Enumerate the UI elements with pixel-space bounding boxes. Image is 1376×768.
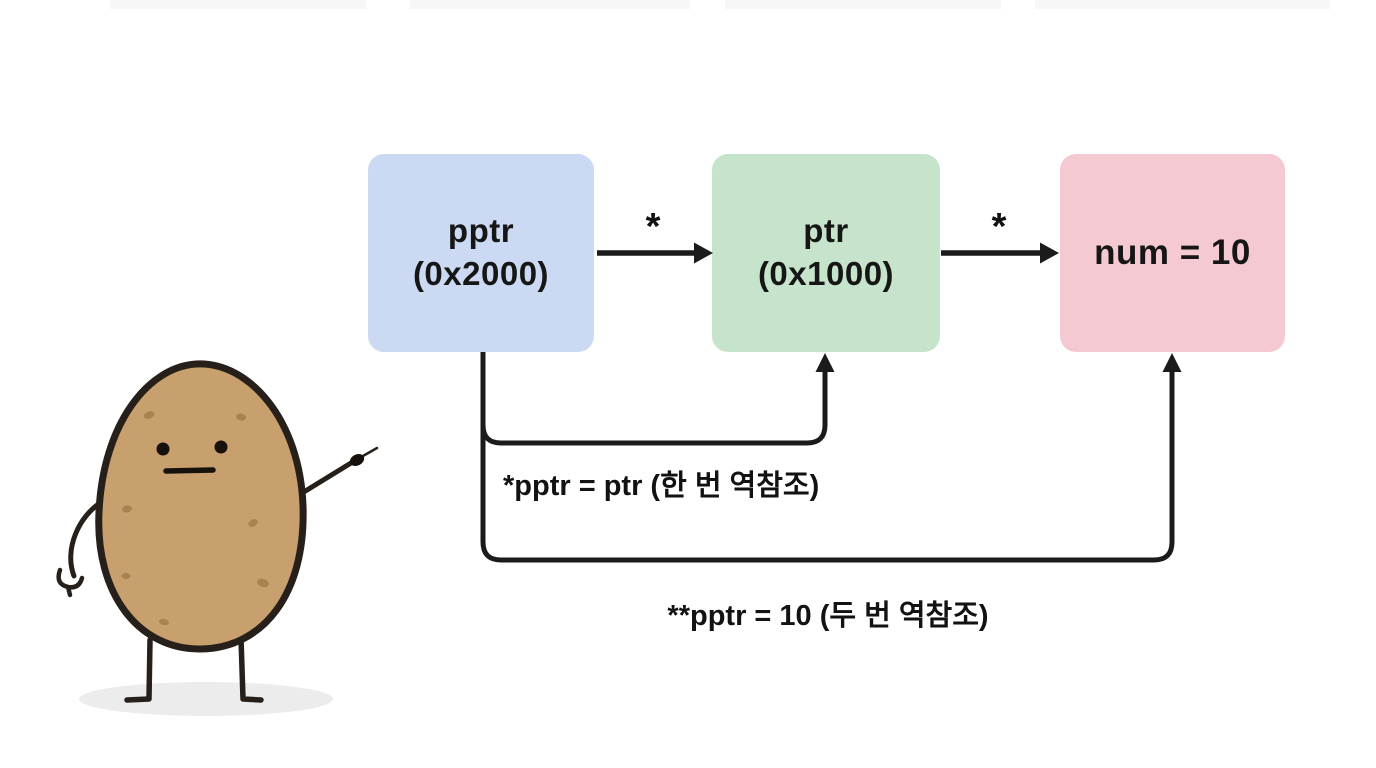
potato-left-arm xyxy=(68,498,106,579)
ptr-box-name: ptr xyxy=(803,212,849,250)
potato-mouth xyxy=(163,467,216,474)
curved-arrow-double-deref-icon xyxy=(480,352,1182,563)
single-dereference-label: *pptr = ptr (한 번 역참조) xyxy=(503,470,820,502)
potato-right-arm xyxy=(291,460,354,501)
num-box: num = 10 xyxy=(1060,154,1285,352)
curved-arrow-single-deref-icon xyxy=(480,352,835,446)
cropped-text-artifact xyxy=(410,0,690,9)
mascot-shadow xyxy=(79,682,333,716)
num-box-value: num = 10 xyxy=(1094,233,1251,273)
potato-spots xyxy=(121,411,269,626)
potato-pointing-finger xyxy=(354,446,379,462)
potato-body xyxy=(95,360,307,653)
pptr-box-address: (0x2000) xyxy=(412,255,550,292)
double-dereference-label: **pptr = 10 (두 번 역참조) xyxy=(667,600,989,632)
pptr-box-name: pptr xyxy=(447,212,515,250)
potato-left-eye xyxy=(156,442,170,456)
pptr-box: pptr (0x2000) xyxy=(368,154,594,352)
ptr-box: ptr (0x1000) xyxy=(712,154,940,352)
ptr-box-address: (0x1000) xyxy=(757,255,895,292)
deref-operator-label-2: * xyxy=(991,206,1007,248)
potato-pointing-hand xyxy=(349,454,365,466)
deref-operator-label-1: * xyxy=(645,206,661,248)
cropped-text-artifact xyxy=(1035,0,1330,9)
potato-mascot xyxy=(56,360,379,716)
potato-left-leg xyxy=(124,637,153,703)
potato-left-hand xyxy=(56,567,85,598)
potato-right-leg xyxy=(238,635,264,703)
cropped-text-artifact xyxy=(110,0,366,9)
potato-right-eye xyxy=(214,440,228,454)
cropped-text-artifact xyxy=(725,0,1001,9)
